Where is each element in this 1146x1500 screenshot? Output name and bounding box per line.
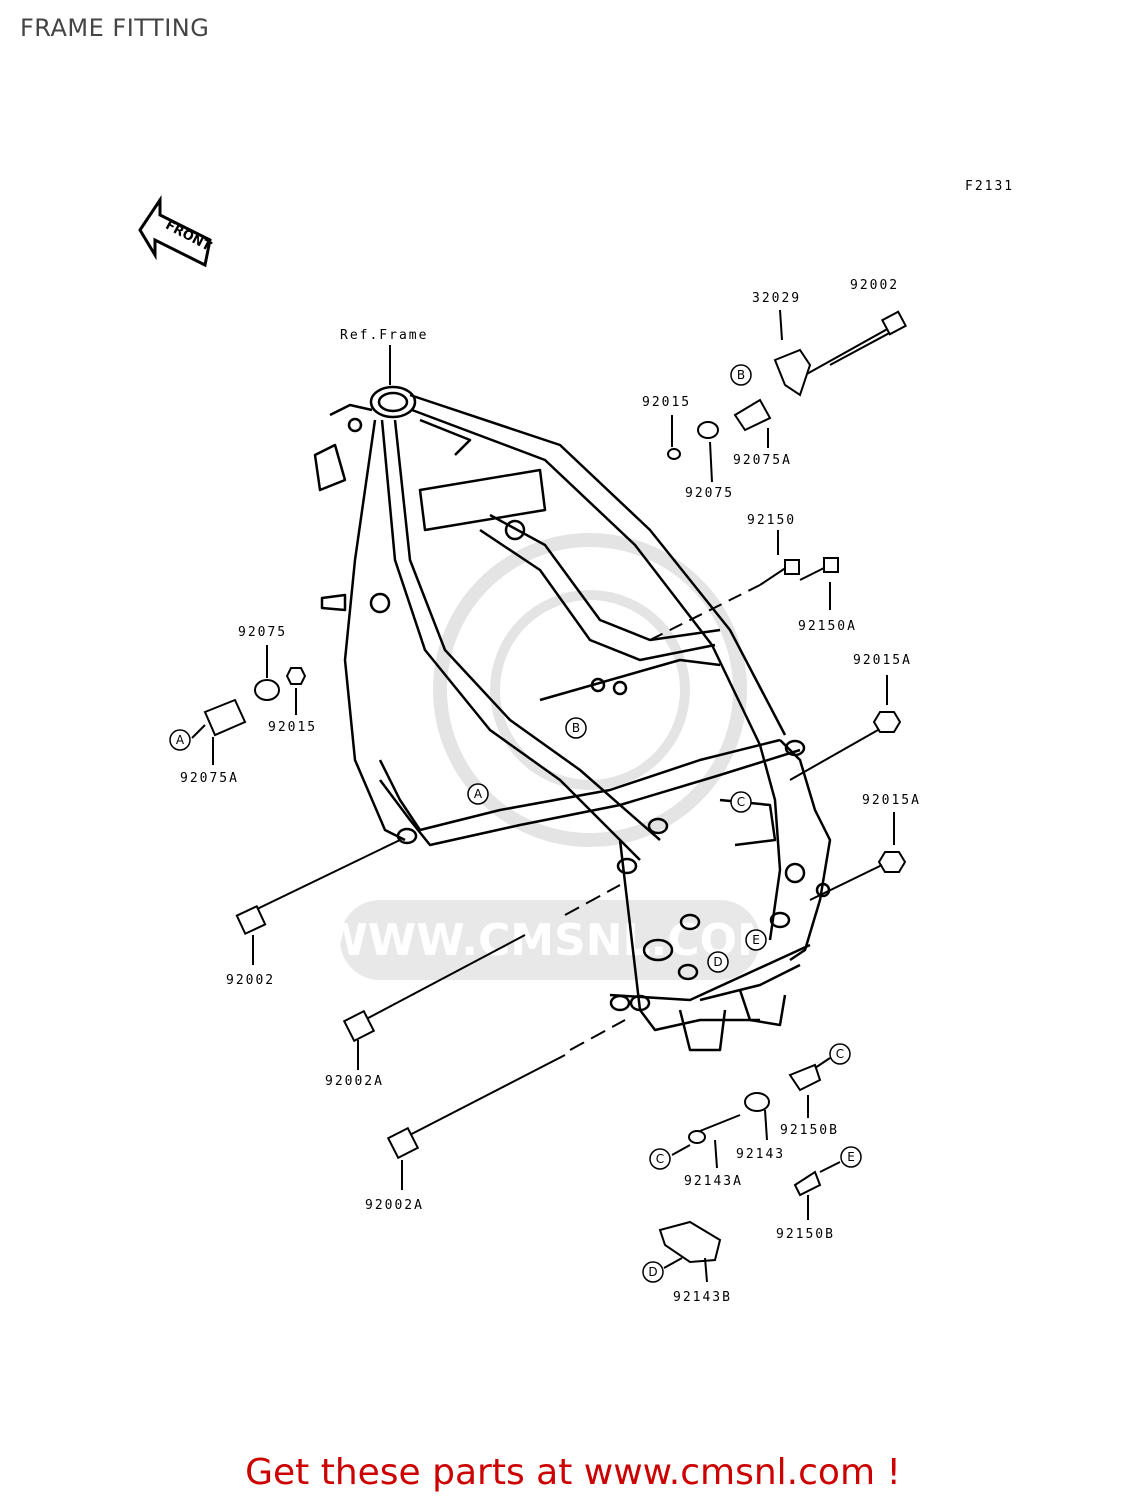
svg-text:D: D: [648, 1265, 657, 1279]
part-label-92002a-lower: 92002A: [365, 1198, 424, 1213]
svg-text:C: C: [836, 1047, 844, 1061]
part-label-92002a-upper: 92002A: [325, 1074, 384, 1089]
footer-promo-link[interactable]: Get these parts at www.cmsnl.com !: [245, 1452, 901, 1493]
part-label-92015-top: 92015: [642, 395, 691, 410]
part-label-92015a-lower: 92015A: [862, 793, 921, 808]
svg-text:E: E: [752, 933, 760, 947]
svg-text:C: C: [656, 1152, 664, 1166]
front-arrow-icon: FRONT: [138, 195, 214, 268]
part-label-92143b: 92143B: [673, 1290, 732, 1305]
part-label-92143: 92143: [736, 1147, 785, 1162]
part-label-92075a-top: 92075A: [733, 453, 792, 468]
callout-b-top: B: [730, 364, 752, 386]
part-label-92002-left: 92002: [226, 973, 275, 988]
callout-e-right: E: [840, 1146, 862, 1168]
watermark: WWW.CMSNL.COM: [319, 533, 781, 980]
frame-fitting-diagram: WWW.CMSNL.COM F2131 FRONT: [138, 179, 1014, 1305]
callout-d-frame: D: [707, 951, 729, 973]
callout-b-frame: B: [565, 717, 587, 739]
part-label-92150b-lower: 92150B: [776, 1227, 835, 1242]
ref-frame-label: Ref.Frame: [340, 328, 428, 343]
part-label-92015-left: 92015: [268, 720, 317, 735]
part-label-92002-top: 92002: [850, 278, 899, 293]
part-label-92075-top: 92075: [685, 486, 734, 501]
diagram-code: F2131: [965, 179, 1014, 194]
part-labels: Ref.Frame 32029 92002 92015 92075A 92075…: [180, 278, 921, 1305]
callout-c-left: C: [649, 1148, 671, 1170]
svg-text:C: C: [737, 795, 745, 809]
svg-text:B: B: [737, 368, 745, 382]
svg-text:E: E: [847, 1150, 855, 1164]
callout-c-frame: C: [730, 791, 752, 813]
part-label-92150a: 92150A: [798, 619, 857, 634]
svg-text:B: B: [572, 721, 580, 735]
part-label-92150: 92150: [747, 513, 796, 528]
part-label-92143a: 92143A: [684, 1174, 743, 1189]
page-title: FRAME FITTING: [20, 14, 210, 42]
part-label-92015a-upper: 92015A: [853, 653, 912, 668]
callout-a-frame: A: [467, 783, 489, 805]
part-label-32029: 32029: [752, 291, 801, 306]
part-label-92075a-left: 92075A: [180, 771, 239, 786]
frame-drawing: [313, 385, 832, 1052]
callout-d-bottom: D: [642, 1261, 664, 1283]
callout-markers: B B A A C E D C C E D: [169, 364, 862, 1283]
callout-e-frame: E: [745, 929, 767, 951]
svg-text:D: D: [713, 955, 722, 969]
part-label-92150b-upper: 92150B: [780, 1123, 839, 1138]
svg-text:A: A: [176, 733, 185, 747]
part-label-92075-left: 92075: [238, 625, 287, 640]
callout-a-left: A: [169, 729, 191, 751]
bolt-lines: [191, 309, 908, 1283]
watermark-text: WWW.CMSNL.COM: [319, 915, 781, 966]
callout-c-right: C: [829, 1043, 851, 1065]
svg-text:A: A: [474, 787, 483, 801]
